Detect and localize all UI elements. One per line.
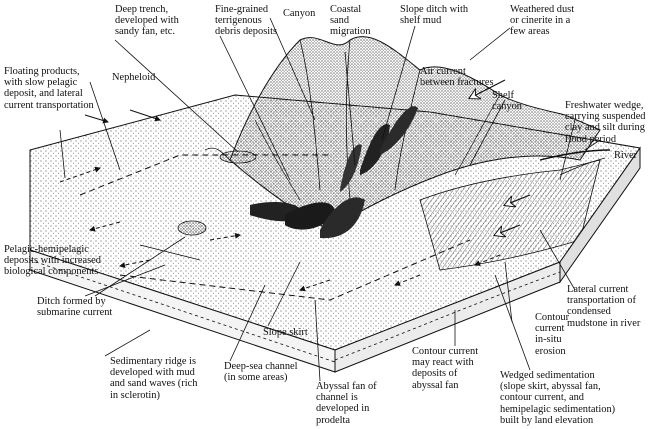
- label-canyon: Canyon: [283, 8, 316, 19]
- label-pelagic-hemipelagic: Pelagic-hemipelagic deposits with increa…: [4, 244, 101, 278]
- shelf-area: [419, 149, 611, 271]
- slope-ditches: [250, 106, 418, 239]
- label-slope-ditch: Slope ditch with shelf mud: [400, 4, 469, 27]
- label-air-current: Air current between fractures: [420, 66, 494, 89]
- label-river: River: [614, 150, 638, 161]
- leader-lines: [59, 17, 601, 382]
- label-contour-erosion: Contour current in-situ erosion: [535, 312, 570, 357]
- label-freshwater-wedge: Freshwater wedge, carrying suspended cla…: [565, 100, 646, 145]
- label-ditch-submarine-current: Ditch formed by submarine current: [37, 296, 113, 319]
- label-abyssal-fan: Abyssal fan of channel is developed in p…: [316, 381, 377, 426]
- label-shelf-canyon: Shelf canyon: [492, 90, 523, 113]
- label-nepheloid: Nepheloid: [112, 72, 156, 83]
- deep-trench: [177, 150, 257, 236]
- label-lateral-current: Lateral current transportation of conden…: [567, 284, 641, 329]
- dashed-boundary: [79, 154, 471, 301]
- label-floating-products: Floating products, with slow pelagic dep…: [4, 66, 94, 111]
- label-coastal-sand-migration: Coastal sand migration: [330, 4, 371, 38]
- label-slope-skirt: Slope skirt: [263, 327, 308, 338]
- label-fine-grained-deposits: Fine-grained terrigenous debris deposits: [215, 4, 278, 38]
- label-weathered-dust: Weathered dust or cinerite in a few area…: [510, 4, 575, 38]
- label-contour-react: Contour current may react with deposits …: [412, 346, 479, 391]
- label-wedged-sedimentation: Wedged sedimentation (slope skirt, abyss…: [500, 370, 616, 426]
- label-sedimentary-ridge: Sedimentary ridge is developed with mud …: [110, 356, 198, 401]
- current-arrows: [59, 79, 531, 292]
- block-front-face: [29, 146, 641, 373]
- label-deep-sea-channel: Deep-sea channel (in some areas): [224, 361, 298, 384]
- label-deep-trench: Deep trench, developed with sandy fan, e…: [115, 4, 179, 38]
